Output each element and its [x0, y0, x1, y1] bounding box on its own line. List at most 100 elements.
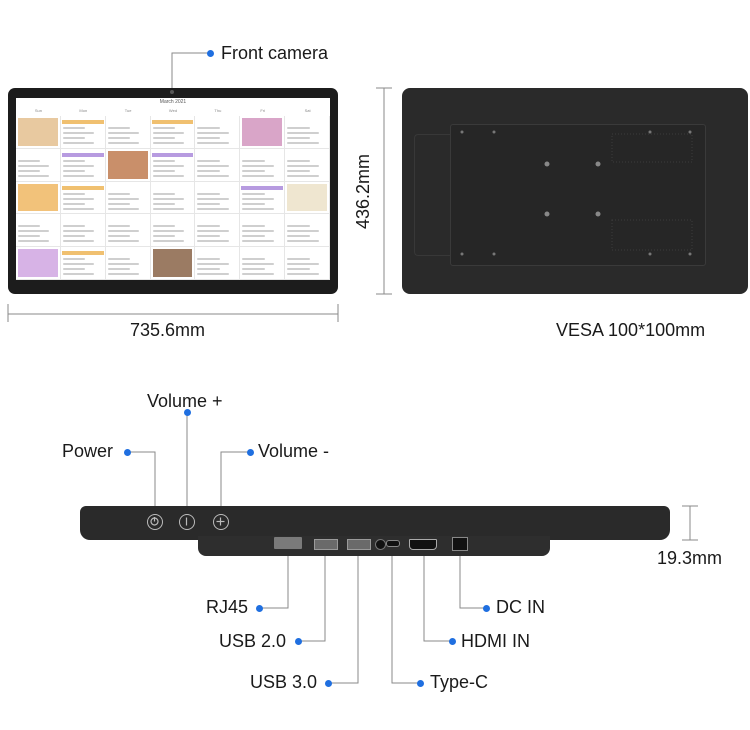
- calendar-event-line: [287, 273, 319, 276]
- label-usb3: USB 3.0: [250, 672, 318, 692]
- calendar-event-line: [18, 174, 50, 177]
- calendar-event-line: [62, 263, 95, 266]
- power-button[interactable]: [147, 514, 163, 530]
- dot-power: [124, 449, 131, 456]
- calendar-event-line: [242, 235, 265, 238]
- calendar-photo: [18, 249, 58, 277]
- leader-dc-in: [459, 550, 486, 609]
- calendar-cell: [195, 181, 241, 215]
- calendar-photo: [287, 183, 327, 212]
- dot-front-camera: [207, 50, 214, 57]
- leader-usb3: [330, 550, 359, 684]
- dot-usb3: [325, 680, 332, 687]
- calendar-event-line: [287, 164, 319, 167]
- calendar-cell: [105, 148, 151, 182]
- calendar-event-line: [287, 137, 310, 139]
- calendar-event-line: [242, 268, 265, 271]
- port-bay: [198, 536, 550, 556]
- calendar-event-line: [197, 258, 220, 261]
- calendar-event-line: [242, 225, 265, 228]
- calendar-event-line: [287, 230, 319, 233]
- calendar-cell: [60, 181, 106, 215]
- calendar-event-line: [197, 142, 229, 144]
- calendar-event-line: [62, 273, 95, 276]
- calendar-cell: [240, 247, 286, 280]
- volume-up-icon: [185, 517, 188, 526]
- calendar-event-line: [197, 240, 229, 243]
- audio-jack[interactable]: [375, 539, 386, 550]
- calendar-cell: [240, 181, 286, 215]
- calendar-cell: [105, 116, 151, 149]
- calendar-cell: [105, 214, 151, 248]
- calendar-event-line: [197, 263, 229, 266]
- screw-hole: [492, 252, 496, 256]
- calendar-event-line: [62, 207, 95, 210]
- calendar-event-line: [197, 207, 229, 210]
- calendar-event-line: [287, 225, 310, 228]
- calendar-event-line: [62, 268, 86, 271]
- calendar-event-line: [62, 169, 86, 172]
- calendar-event-line: [107, 273, 140, 276]
- calendar-event-line: [62, 240, 95, 243]
- calendar-event-line: [242, 164, 274, 167]
- calendar-cell: [16, 214, 61, 248]
- volume-up-button[interactable]: [179, 514, 195, 530]
- calendar-event-line: [242, 258, 265, 261]
- calendar-event-line: [287, 263, 319, 266]
- leader-usb2: [300, 550, 326, 642]
- usb2-port[interactable]: [314, 539, 338, 550]
- calendar-event-line: [62, 127, 86, 129]
- front-camera-lens: [170, 90, 174, 94]
- calendar-cell: [105, 181, 151, 215]
- calendar-event-line: [62, 258, 86, 261]
- calendar-cell: [195, 247, 241, 280]
- calendar-event-line: [197, 268, 220, 271]
- calendar-event-line: [242, 169, 265, 172]
- calendar-event-line: [152, 225, 175, 228]
- calendar-event-line: [197, 174, 229, 177]
- dc-in-port[interactable]: [452, 537, 468, 551]
- screw-hole: [648, 130, 652, 134]
- calendar-weekday-row: Sun Mon Tue Wed Thu Fri Sat: [16, 107, 330, 115]
- calendar-event-line: [197, 132, 229, 134]
- calendar-event-band: [61, 152, 104, 157]
- screw-hole: [648, 252, 652, 256]
- calendar-event-line: [152, 207, 184, 210]
- dot-dc-in: [483, 605, 490, 612]
- calendar-event-line: [107, 207, 140, 210]
- calendar-event-line: [152, 202, 175, 205]
- volume-down-button[interactable]: [213, 514, 229, 530]
- calendar-event-line: [242, 174, 274, 177]
- calendar-cell: [150, 116, 196, 149]
- calendar-cell: [240, 116, 286, 149]
- leader-volume-minus: [220, 451, 249, 512]
- calendar-event-line: [152, 235, 175, 238]
- calendar-event-line: [107, 192, 131, 195]
- calendar-event-line: [152, 240, 184, 243]
- calendar-event-line: [287, 235, 310, 238]
- calendar-event-line: [107, 258, 131, 261]
- calendar-cell: [60, 247, 106, 280]
- calendar-cell: [285, 247, 330, 280]
- usb3-port[interactable]: [347, 539, 371, 550]
- calendar-event-line: [152, 197, 184, 200]
- calendar-event-line: [107, 127, 131, 129]
- rj45-port[interactable]: [274, 537, 302, 549]
- calendar-event-band: [241, 185, 284, 190]
- calendar-cell: [60, 148, 106, 182]
- calendar-event-line: [197, 230, 229, 233]
- calendar-event-band: [151, 152, 194, 157]
- hdmi-port[interactable]: [409, 539, 437, 550]
- calendar-event-line: [287, 240, 319, 243]
- calendar-event-line: [62, 164, 95, 167]
- label-rj45: RJ45: [206, 597, 249, 617]
- calendar-event-line: [62, 192, 86, 195]
- calendar-event-line: [107, 197, 140, 200]
- calendar-event-band: [61, 251, 104, 256]
- weekday-wed: Wed: [168, 108, 178, 113]
- power-icon: [150, 517, 159, 526]
- calendar-event-line: [107, 230, 140, 233]
- type-c-port[interactable]: [386, 540, 400, 547]
- weekday-sun: Sun: [34, 108, 42, 113]
